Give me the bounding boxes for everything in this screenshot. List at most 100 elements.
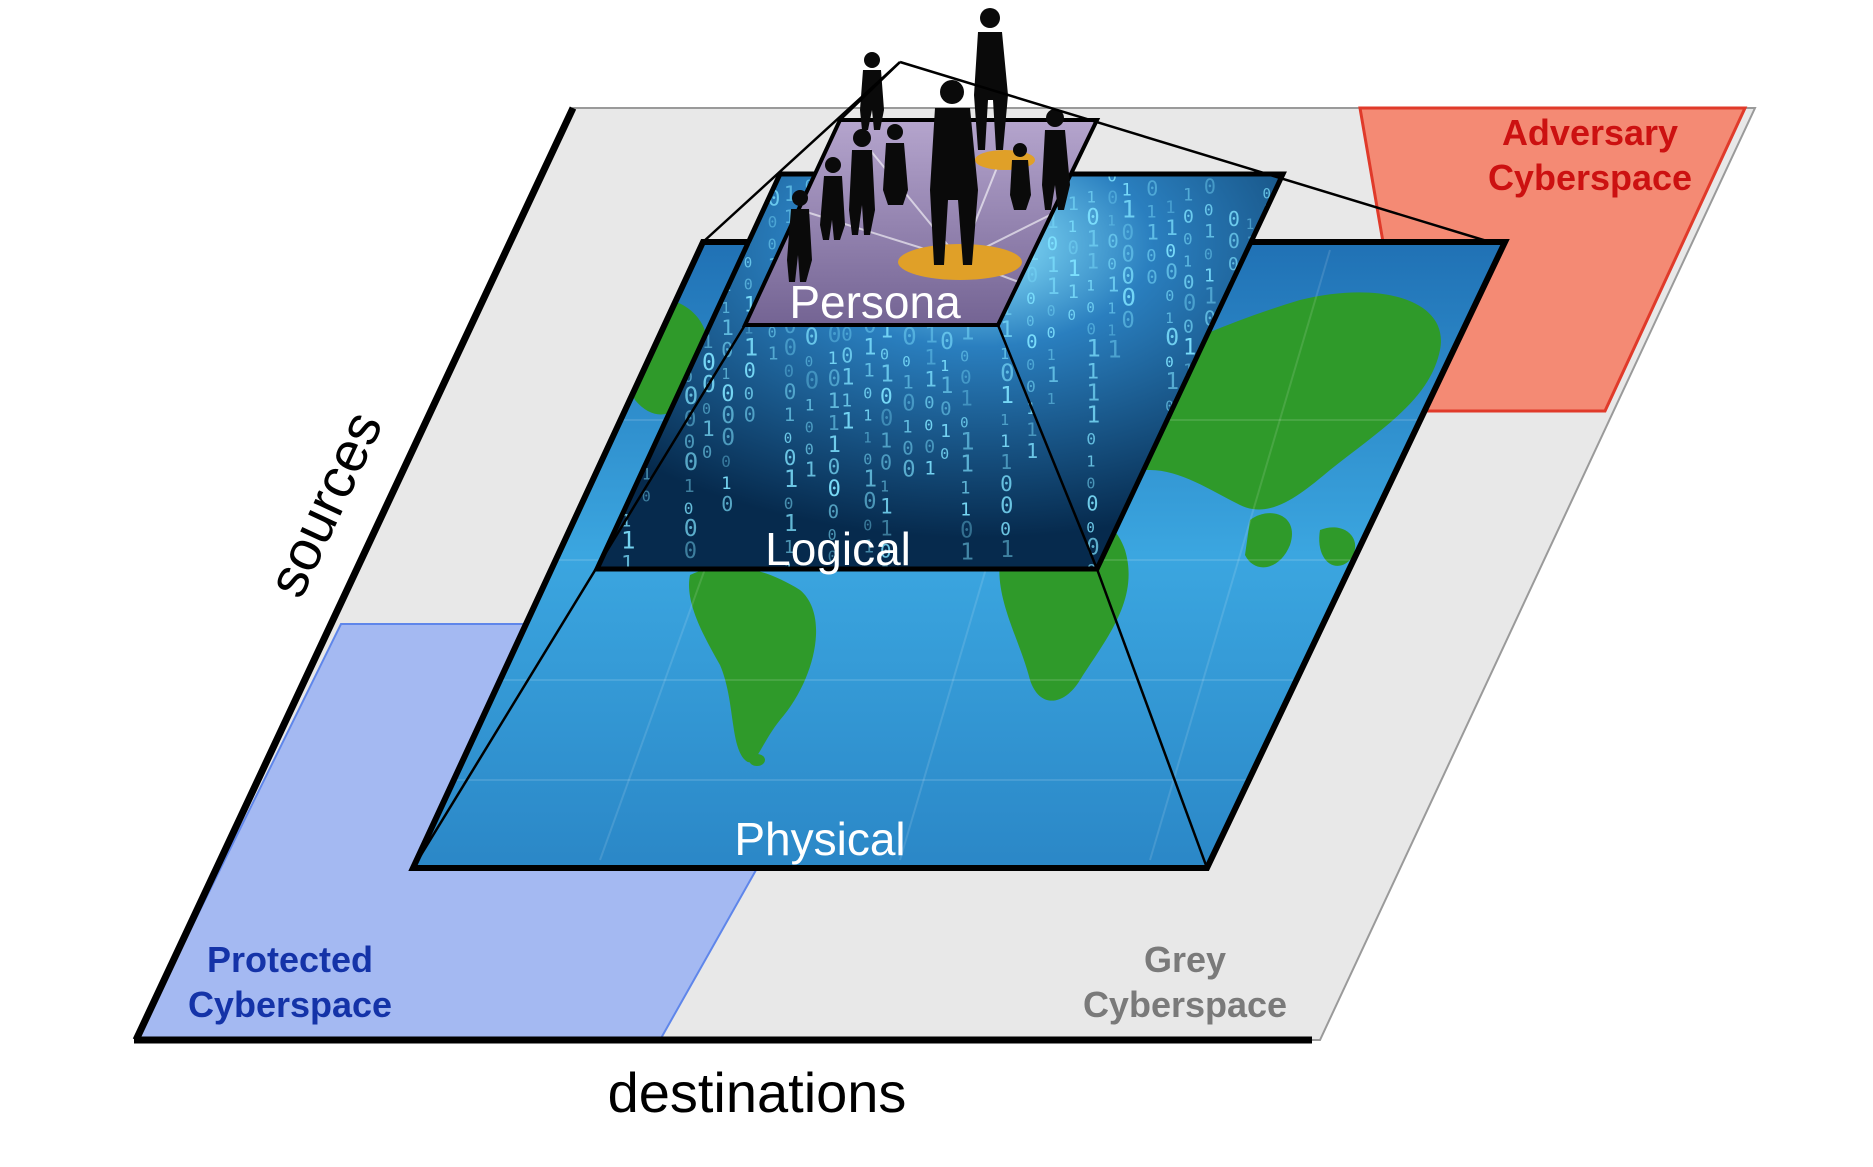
svg-text:0: 0	[805, 441, 814, 459]
svg-text:1: 1	[960, 387, 973, 411]
svg-text:0: 0	[1026, 289, 1036, 308]
svg-text:0: 0	[1183, 292, 1196, 317]
svg-text:1: 1	[805, 458, 817, 482]
svg-text:1: 1	[621, 552, 634, 576]
svg-text:0: 0	[744, 358, 756, 382]
svg-text:0: 0	[1122, 283, 1136, 311]
svg-text:0: 0	[1086, 430, 1096, 449]
svg-text:0: 0	[1122, 264, 1135, 289]
svg-text:1: 1	[1165, 198, 1175, 218]
svg-text:1: 1	[940, 357, 949, 375]
svg-text:0: 0	[1068, 308, 1076, 324]
svg-text:0: 0	[1165, 355, 1173, 371]
svg-text:1: 1	[784, 206, 795, 228]
svg-text:1: 1	[784, 537, 795, 558]
svg-text:0: 0	[721, 403, 735, 429]
svg-text:0: 0	[702, 400, 711, 418]
svg-text:0: 0	[744, 275, 753, 293]
svg-text:0: 0	[784, 431, 792, 447]
svg-text:0: 0	[684, 539, 697, 564]
svg-text:1: 1	[1000, 411, 1009, 429]
svg-text:0: 0	[1204, 245, 1213, 263]
svg-text:0: 0	[784, 446, 797, 470]
svg-text:0: 0	[1086, 492, 1098, 516]
svg-text:0: 0	[784, 336, 797, 361]
svg-text:0: 0	[1204, 174, 1216, 198]
svg-text:0: 0	[940, 329, 954, 355]
svg-text:1: 1	[805, 396, 815, 415]
svg-text:0: 0	[880, 407, 893, 432]
svg-text:1: 1	[1146, 203, 1156, 223]
logical-layer-label: Logical	[765, 523, 911, 575]
svg-text:0: 0	[744, 384, 754, 404]
svg-text:1: 1	[721, 365, 730, 383]
svg-text:0: 0	[1165, 260, 1178, 284]
svg-text:0: 0	[684, 448, 698, 476]
svg-text:0: 0	[1000, 359, 1014, 387]
svg-text:1: 1	[702, 331, 713, 353]
grey-cyberspace-label-line2: Cyberspace	[1083, 984, 1287, 1025]
svg-text:1: 1	[1086, 381, 1100, 407]
svg-text:0: 0	[1086, 536, 1099, 561]
persona-layer-label: Persona	[789, 276, 961, 328]
svg-text:0: 0	[1183, 230, 1193, 249]
svg-text:0: 0	[1107, 188, 1118, 209]
svg-text:1: 1	[1246, 217, 1254, 233]
svg-text:1: 1	[1183, 336, 1196, 361]
svg-text:1: 1	[940, 374, 953, 399]
svg-text:1: 1	[1204, 265, 1215, 286]
svg-text:1: 1	[721, 299, 730, 317]
person-figure	[820, 157, 845, 240]
svg-text:1: 1	[1086, 279, 1094, 295]
svg-text:1: 1	[1068, 281, 1079, 303]
svg-text:0: 0	[828, 322, 842, 348]
svg-text:1: 1	[1107, 336, 1121, 364]
svg-text:1: 1	[744, 318, 754, 337]
svg-text:1: 1	[744, 333, 758, 361]
svg-text:0: 0	[960, 348, 969, 366]
svg-text:0: 0	[863, 490, 876, 515]
svg-text:1: 1	[880, 561, 892, 585]
svg-text:0: 0	[721, 492, 733, 516]
grey-cyberspace-label-line1: Grey	[1144, 939, 1226, 980]
svg-text:1: 1	[1204, 220, 1215, 242]
svg-text:0: 0	[940, 445, 949, 463]
svg-text:1: 1	[642, 465, 652, 484]
svg-text:1: 1	[1047, 253, 1060, 277]
svg-text:0: 0	[1107, 255, 1117, 274]
svg-text:0: 0	[1086, 475, 1095, 493]
svg-text:1: 1	[1000, 450, 1012, 474]
svg-text:0: 0	[684, 382, 698, 410]
svg-text:0: 0	[784, 380, 797, 404]
svg-text:0: 0	[805, 355, 813, 371]
svg-text:0: 0	[902, 457, 915, 482]
svg-text:1: 1	[863, 431, 871, 447]
svg-text:0: 0	[784, 494, 794, 513]
svg-text:1: 1	[880, 478, 889, 496]
svg-text:0: 0	[828, 367, 841, 392]
svg-text:0: 0	[1122, 220, 1135, 244]
svg-text:0: 0	[841, 344, 853, 368]
svg-text:1: 1	[863, 360, 874, 382]
svg-text:0: 0	[1107, 231, 1118, 253]
svg-text:0: 0	[1026, 331, 1037, 353]
svg-text:0: 0	[960, 367, 971, 389]
svg-text:1: 1	[863, 467, 877, 493]
svg-text:1: 1	[1068, 193, 1079, 215]
svg-text:1: 1	[1047, 275, 1060, 300]
svg-text:1: 1	[1165, 216, 1178, 240]
svg-text:0: 0	[1000, 494, 1013, 519]
svg-text:0: 0	[924, 394, 934, 414]
svg-text:0: 0	[702, 443, 712, 463]
svg-text:0: 0	[940, 398, 951, 420]
svg-text:1: 1	[1026, 439, 1038, 463]
svg-text:0: 0	[1107, 167, 1117, 186]
svg-text:0: 0	[1086, 301, 1094, 317]
svg-text:0: 0	[1068, 237, 1079, 259]
svg-text:1: 1	[863, 537, 874, 558]
pyramid-edges	[411, 60, 1491, 869]
svg-text:0: 0	[924, 437, 935, 458]
svg-text:1: 1	[828, 349, 838, 369]
svg-text:1: 1	[1000, 537, 1014, 563]
svg-text:0: 0	[1183, 207, 1194, 228]
